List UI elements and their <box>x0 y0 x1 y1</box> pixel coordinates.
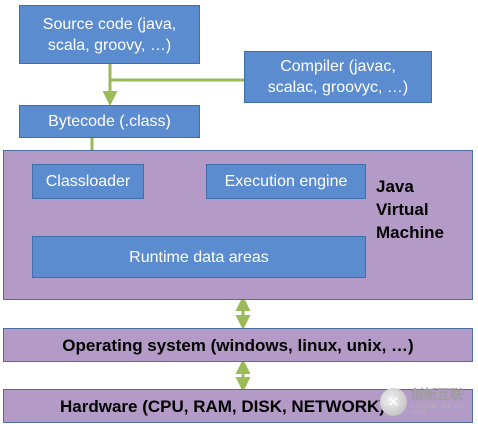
source-code-box: Source code (java, scala, groovy, …) <box>19 5 200 64</box>
bytecode-box: Bytecode (.class) <box>19 105 200 138</box>
operating-system-label: Operating system (windows, linux, unix, … <box>62 335 414 355</box>
compiler-box: Compiler (javac, scalac, groovyc, …) <box>244 51 432 103</box>
logo-english-text: CHUANG XIN HU LIAN <box>410 402 465 416</box>
jvm-label: Java Virtual Machine <box>376 175 476 244</box>
operating-system-box: Operating system (windows, linux, unix, … <box>3 328 473 362</box>
hardware-label: Hardware (CPU, RAM, DISK, NETWORK) <box>60 396 385 416</box>
logo-chinese-text: 创新互联 <box>410 387 463 403</box>
logo-text: 创新互联 CHUANG XIN HU LIAN <box>411 389 478 416</box>
source-code-line-2: scala, groovy, …) <box>47 36 172 54</box>
runtime-data-areas-box: Runtime data areas <box>32 236 366 278</box>
compiler-line-1: Compiler (javac, <box>280 58 396 75</box>
classloader-box: Classloader <box>32 164 144 199</box>
source-code-line-1: Source code (java, <box>42 15 177 33</box>
execution-engine-label: Execution engine <box>224 173 348 190</box>
classloader-label: Classloader <box>45 173 131 190</box>
logo-icon: ✕ <box>380 388 407 416</box>
jvm-label-line-1: Java <box>376 177 414 196</box>
jvm-label-line-2: Virtual <box>376 200 429 219</box>
compiler-line-2: scalac, groovyc, …) <box>267 79 409 96</box>
execution-engine-box: Execution engine <box>206 164 366 199</box>
watermark-logo: ✕ 创新互联 CHUANG XIN HU LIAN <box>380 383 478 421</box>
jvm-label-line-3: Machine <box>376 223 445 242</box>
runtime-data-areas-label: Runtime data areas <box>129 248 269 266</box>
bytecode-label: Bytecode (.class) <box>48 113 171 130</box>
